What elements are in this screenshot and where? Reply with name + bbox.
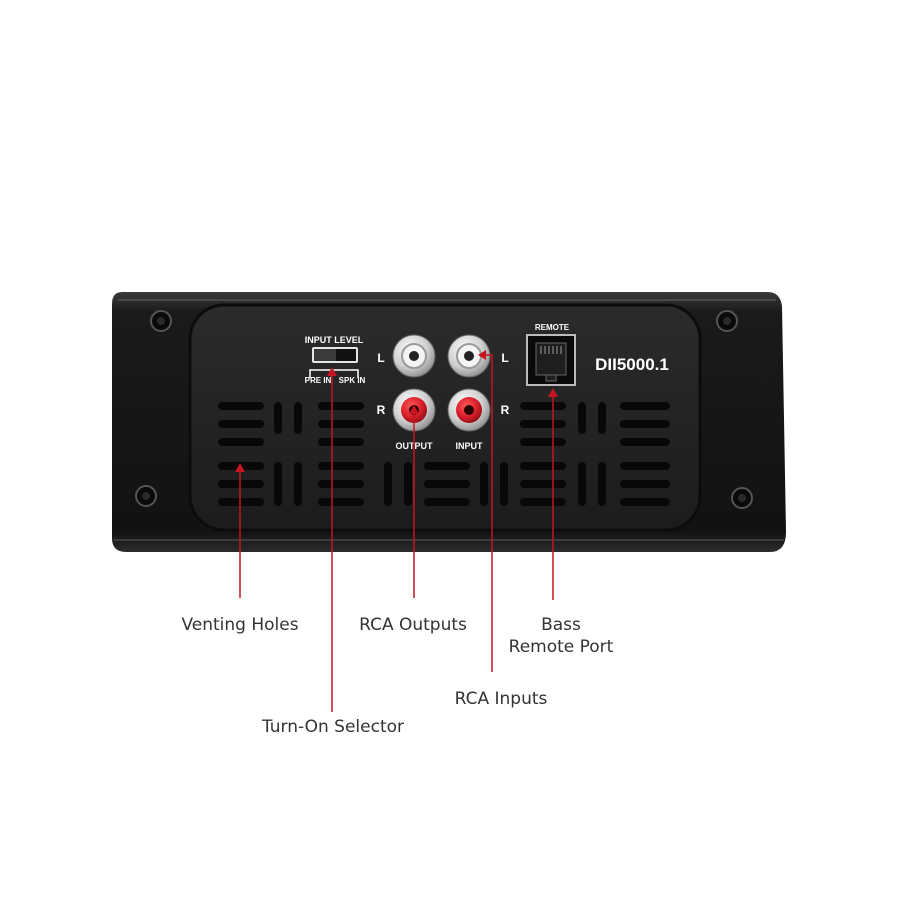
rca-output-left-jack[interactable]: [392, 334, 436, 378]
callout-venting-holes: Venting Holes: [181, 615, 299, 635]
bass-remote-port[interactable]: REMOTE: [526, 323, 576, 386]
screw-icon: [731, 487, 753, 509]
callout-rca-outputs: RCA Outputs: [359, 615, 467, 635]
callout-turn-on-selector: Turn-On Selector: [261, 717, 405, 737]
turn-on-selector-switch[interactable]: INPUT LEVEL PRE IN SPK IN: [305, 335, 366, 385]
callout-bass-remote-port-line2: Remote Port: [508, 637, 614, 657]
model-name: DII5000.1: [595, 355, 669, 374]
rca-input-left-jack[interactable]: [447, 334, 491, 378]
callout-bass-remote-port: Bass Remote Port: [490, 614, 632, 658]
venting-holes: [218, 402, 670, 506]
rca-left-label: L: [377, 351, 384, 365]
rca-left-label: L: [501, 351, 508, 365]
rca-input-right-jack[interactable]: [447, 388, 491, 432]
callout-bass-remote-port-line1: Bass: [541, 615, 581, 635]
screw-icon: [135, 485, 157, 507]
control-panel: [188, 303, 702, 532]
callout-markers: [235, 350, 558, 472]
pre-in-label: PRE IN: [305, 376, 332, 385]
remote-label: REMOTE: [535, 323, 570, 332]
rca-right-label: R: [501, 403, 510, 417]
callout-rca-inputs: RCA Inputs: [454, 689, 548, 709]
rca-right-label: R: [377, 403, 386, 417]
spk-in-label: SPK IN: [339, 376, 366, 385]
screw-icon: [150, 310, 172, 332]
screw-icon: [716, 310, 738, 332]
input-level-label: INPUT LEVEL: [305, 335, 364, 345]
input-label: INPUT: [456, 441, 484, 451]
